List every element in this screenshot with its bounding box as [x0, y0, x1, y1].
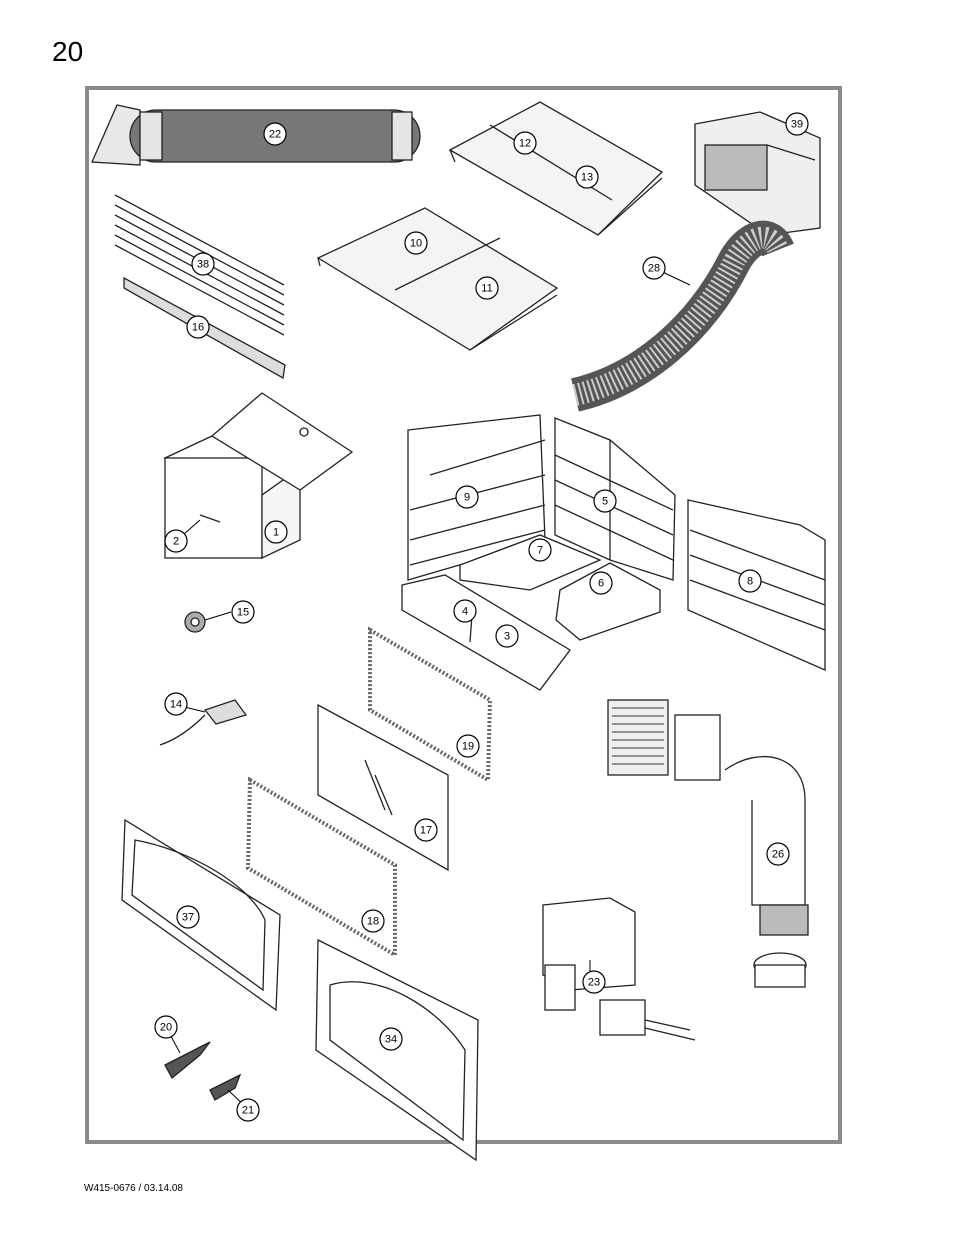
blower-part-23 — [542, 897, 696, 1041]
svg-text:39: 39 — [791, 119, 803, 131]
door-frame-part-37 — [121, 818, 281, 1012]
spring-part-20 — [164, 1041, 211, 1080]
callout-3: 3 — [495, 624, 519, 648]
document-code: W415-0676 / 03.14.08 — [84, 1183, 183, 1194]
svg-text:21: 21 — [242, 1105, 254, 1117]
callout-1: 1 — [264, 520, 288, 544]
svg-text:28: 28 — [648, 263, 660, 275]
svg-text:11: 11 — [481, 283, 492, 295]
callout-4: 4 — [453, 599, 477, 623]
floor-part-7 — [459, 534, 602, 591]
callout-34: 34 — [379, 1027, 403, 1051]
callout-10: 10 — [404, 231, 428, 255]
svg-text:26: 26 — [772, 849, 784, 861]
svg-text:23: 23 — [588, 977, 600, 989]
callout-15: 15 — [231, 600, 255, 624]
callout-19: 19 — [456, 734, 480, 758]
middle-panels-part-10-11 — [316, 207, 559, 351]
gasket-part-18 — [245, 776, 397, 959]
callout-17: 17 — [414, 818, 438, 842]
svg-text:20: 20 — [160, 1022, 172, 1034]
callout-8: 8 — [738, 569, 762, 593]
callout-28: 28 — [642, 256, 666, 280]
svg-text:37: 37 — [182, 912, 194, 924]
svg-text:3: 3 — [504, 631, 510, 643]
callout-21: 21 — [236, 1098, 260, 1122]
callout-9: 9 — [455, 485, 479, 509]
callout-38: 38 — [191, 252, 215, 276]
svg-text:6: 6 — [598, 578, 604, 590]
log-base-part-4-3 — [401, 574, 571, 691]
housing-part-39 — [694, 111, 821, 236]
grille-part-26 — [607, 699, 809, 988]
callout-12: 12 — [513, 131, 537, 155]
callout-22: 22 — [263, 122, 287, 146]
fan-part-15 — [184, 611, 206, 633]
callout-26: 26 — [766, 842, 790, 866]
svg-text:9: 9 — [464, 492, 470, 504]
callout-2: 2 — [164, 529, 188, 553]
callout-39: 39 — [785, 112, 809, 136]
callout-5: 5 — [593, 489, 617, 513]
svg-text:7: 7 — [537, 545, 543, 557]
vent-roll-part-22 — [91, 104, 421, 166]
svg-text:5: 5 — [602, 496, 608, 508]
svg-text:38: 38 — [197, 259, 209, 271]
page-number: 20 — [52, 36, 84, 67]
svg-text:17: 17 — [420, 825, 432, 837]
svg-text:14: 14 — [170, 699, 182, 711]
svg-text:8: 8 — [747, 576, 753, 588]
svg-text:4: 4 — [462, 606, 468, 618]
callout-37: 37 — [176, 905, 200, 929]
callout-20: 20 — [154, 1015, 178, 1039]
svg-text:10: 10 — [410, 238, 422, 250]
svg-text:22: 22 — [269, 129, 281, 141]
callout-7: 7 — [528, 538, 552, 562]
callout-14: 14 — [164, 692, 188, 716]
callout-11: 11 — [475, 276, 499, 300]
switch-part-14 — [159, 699, 248, 746]
svg-text:15: 15 — [237, 607, 249, 619]
glass-part-17 — [317, 703, 449, 872]
svg-text:16: 16 — [192, 322, 204, 334]
callout-13: 13 — [575, 165, 599, 189]
flex-duct-part-28 — [570, 220, 794, 412]
gasket-part-19 — [368, 626, 493, 784]
callout-18: 18 — [361, 909, 385, 933]
callout-16: 16 — [186, 315, 210, 339]
ash-box-part-1-2 — [163, 392, 354, 560]
svg-text:2: 2 — [173, 536, 179, 548]
svg-text:13: 13 — [581, 172, 593, 184]
svg-text:1: 1 — [273, 527, 279, 539]
svg-text:18: 18 — [367, 916, 379, 928]
callout-23: 23 — [582, 970, 606, 994]
svg-text:12: 12 — [519, 138, 531, 150]
top-panels-part-12-13 — [448, 101, 664, 236]
callout-6: 6 — [589, 571, 613, 595]
door-part-34 — [315, 938, 479, 1162]
floor-part-6 — [555, 562, 661, 641]
spring-part-21 — [209, 1073, 242, 1101]
svg-text:34: 34 — [385, 1034, 397, 1046]
svg-text:19: 19 — [462, 741, 474, 753]
